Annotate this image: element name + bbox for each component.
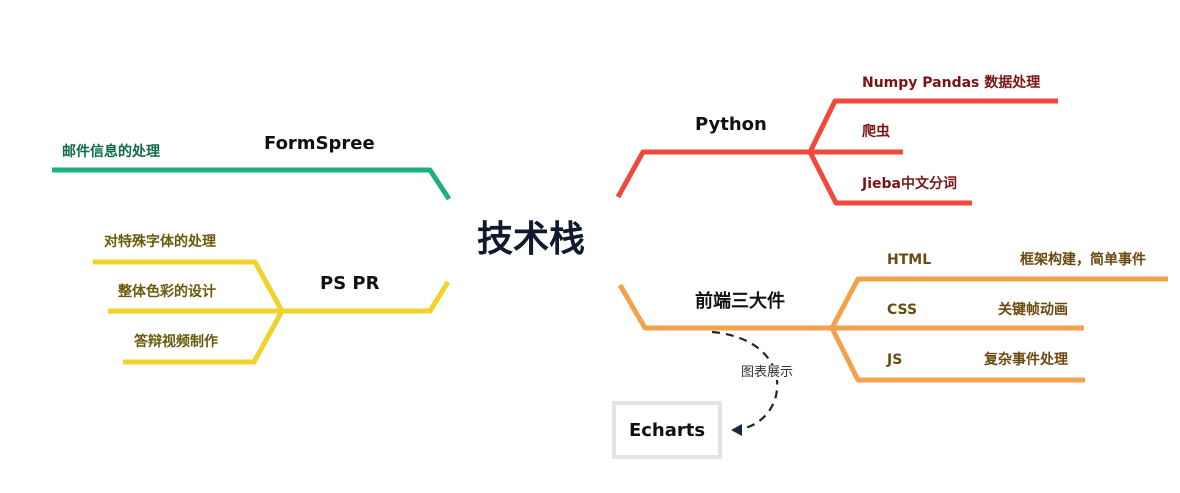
- python-leaf-line-3: [807, 150, 972, 206]
- frontend-title: 前端三大件: [695, 291, 785, 312]
- frontend-item-js-desc: 复杂事件处理: [984, 352, 1068, 368]
- python-item-2: 爬虫: [862, 124, 890, 140]
- frontend-item-html-desc: 框架构建，简单事件: [1020, 252, 1146, 268]
- pspr-title: PS PR: [320, 273, 380, 294]
- center-topic: 技术栈: [477, 219, 586, 260]
- frontend-leaf-line-1: [829, 276, 1168, 330]
- frontend-item-html-name: HTML: [887, 252, 932, 268]
- pspr-item-3: 答辩视频制作: [134, 334, 218, 350]
- echarts-connector-label: 图表展示: [738, 365, 797, 380]
- frontend-item-css-desc: 关键帧动画: [998, 302, 1068, 318]
- frontend-branch-line: [617, 283, 832, 331]
- python-item-1: Numpy Pandas 数据处理: [862, 75, 1041, 91]
- python-title: Python: [695, 114, 767, 135]
- python-branch-line: [615, 149, 810, 199]
- echarts-connector: [711, 330, 779, 432]
- pspr-item-1: 对特殊字体的处理: [104, 234, 216, 250]
- pspr-leaf-line-1: [93, 259, 285, 313]
- python-item-3: Jieba中文分词: [862, 176, 957, 192]
- pspr-item-2: 整体色彩的设计: [118, 284, 216, 300]
- frontend-leaf-line-3: [829, 326, 1085, 383]
- python-leaf-line-1: [807, 98, 1058, 154]
- echarts-node: Echarts: [612, 401, 722, 459]
- echarts-label: Echarts: [628, 419, 706, 441]
- formspree-branch-line: [52, 167, 452, 201]
- frontend-item-js-name: JS: [887, 352, 903, 368]
- pspr-leaf-line-3: [123, 309, 285, 365]
- echarts-arrowhead: [731, 424, 742, 436]
- formspree-title: FormSpree: [264, 133, 375, 154]
- formspree-item: 邮件信息的处理: [62, 144, 160, 160]
- frontend-item-css-name: CSS: [887, 302, 918, 318]
- pspr-branch-line: [282, 280, 451, 314]
